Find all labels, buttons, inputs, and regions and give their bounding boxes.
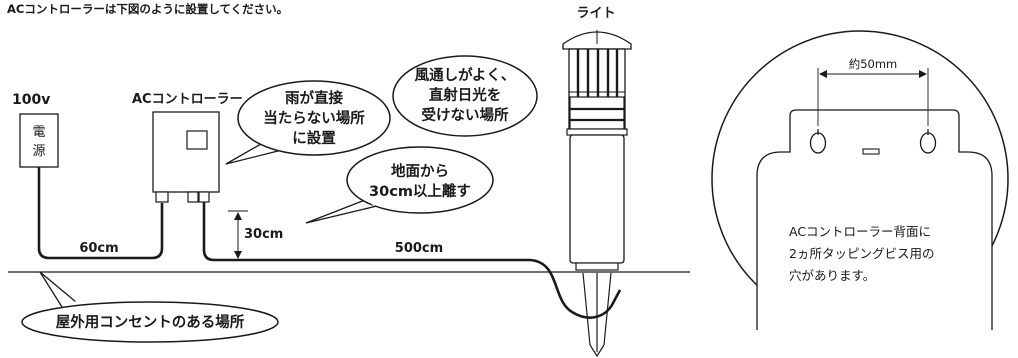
- controller-back-view: 約50mm ACコントローラー背面に 2ヵ所タッピングビス用の 穴があります。: [711, 30, 1009, 330]
- bubble-outdoor-outlet-text: 屋外用コンセントのある場所: [56, 313, 245, 331]
- instruction-text: ACコントローラーは下図のように設置してください。: [7, 2, 288, 16]
- hole-spacing-label: 約50mm: [849, 57, 898, 71]
- bubble-ground-distance: 地面から 30cm以上離す: [305, 146, 494, 224]
- bubble-ventilation-line-2: 直射日光を: [429, 86, 502, 104]
- back-note-line-3: 穴があります。: [789, 268, 875, 283]
- light-ground-stake: [582, 272, 612, 358]
- power-outlet-box: [19, 113, 59, 168]
- screw-hole-right: [919, 132, 937, 154]
- bubble-rain-protection: 雨が直接 当たらない場所 に設置: [225, 80, 391, 165]
- bubble-ground-line-1: 地面から: [391, 162, 449, 180]
- bubble-rain-line-2: 当たらない場所: [263, 109, 365, 127]
- controller-connector-mid: [187, 191, 199, 203]
- power-outlet-char-1: 電: [32, 125, 45, 140]
- bubble-rain-line-3: に設置: [292, 129, 336, 147]
- controller-connector-right: [198, 191, 210, 203]
- back-note-line-1: ACコントローラー背面に: [789, 224, 931, 239]
- height-30cm-label: 30cm: [244, 227, 283, 242]
- screw-hole-left: [809, 132, 827, 154]
- controller-display-window: [186, 130, 208, 150]
- distance-500cm-label: 500cm: [395, 241, 443, 256]
- bubble-ventilation: 風通しがよく、 直射日光を 受けない場所: [392, 55, 538, 137]
- light-title: ライト: [576, 6, 615, 21]
- bubble-ventilation-line-3: 受けない場所: [422, 106, 509, 124]
- bubble-ventilation-line-1: 風通しがよく、: [415, 66, 516, 84]
- power-outlet-char-2: 源: [32, 144, 45, 159]
- distance-60cm-label: 60cm: [79, 241, 118, 256]
- controller-connector-left: [155, 191, 169, 203]
- height-arrow-top: [234, 212, 242, 220]
- bubble-outdoor-outlet: 屋外用コンセントのある場所: [21, 271, 279, 343]
- back-note-line-2: 2ヵ所タッピングビス用の: [789, 246, 934, 261]
- cable-outlet-to-controller: [37, 167, 164, 260]
- bubble-ground-line-2: 30cm以上離す: [369, 182, 471, 200]
- ac-controller-box: [152, 111, 220, 193]
- bubble-rain-line-1: 雨が直接: [285, 89, 343, 107]
- cable-controller-to-light: [202, 202, 622, 319]
- controller-title: ACコントローラー: [132, 92, 243, 107]
- light-fixture: [562, 30, 632, 271]
- power-voltage-label: 100v: [12, 92, 50, 108]
- back-panel-slot: [862, 148, 880, 155]
- height-arrow-bottom: [234, 251, 242, 259]
